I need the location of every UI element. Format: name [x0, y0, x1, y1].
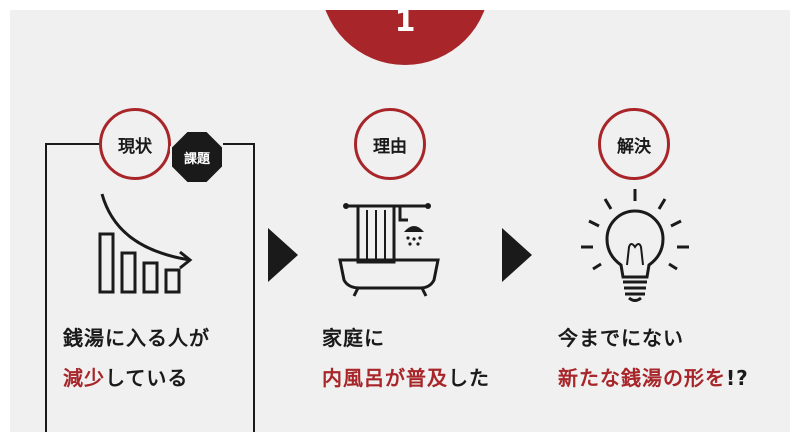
reason-line2: 内風呂が普及した	[322, 362, 490, 391]
current-line1: 銭湯に入る人が	[63, 326, 210, 350]
solution-line2-rest: !?	[726, 366, 749, 390]
issue-badge: 課題	[168, 128, 226, 186]
solution-line2-highlight: 新たな銭湯の形を	[558, 366, 726, 390]
current-line2-highlight: 減少	[63, 366, 105, 390]
slide-panel: 1 現状 課題 銭湯に入る人が 減少している 理由	[10, 10, 790, 432]
label-circle-reason: 理由	[354, 108, 426, 180]
current-line2-rest: している	[105, 366, 189, 390]
label-solution: 解決	[617, 136, 651, 157]
bathtub-shower-icon	[338, 203, 440, 297]
play-arrow-icon	[268, 228, 298, 282]
label-circle-solution: 解決	[598, 108, 670, 180]
hexagon-icon	[170, 130, 224, 184]
reason-line2-rest: した	[448, 366, 490, 390]
current-situation-frame	[45, 143, 255, 432]
frame-top-left	[47, 143, 99, 145]
reason-line2-highlight: 内風呂が普及	[322, 366, 448, 390]
step-number: 1	[394, 10, 416, 39]
solution-line1: 今までにない	[558, 326, 684, 350]
frame-top-right	[223, 143, 255, 145]
current-line2: 減少している	[63, 362, 188, 391]
label-circle-current: 現状	[99, 108, 171, 180]
reason-line1: 家庭に	[322, 326, 385, 350]
solution-line2: 新たな銭湯の形を!?	[558, 362, 749, 391]
step-number-circle: 1	[320, 10, 490, 65]
label-reason: 理由	[373, 136, 407, 157]
light-bulb-icon	[581, 189, 689, 302]
declining-bar-chart-icon	[98, 193, 193, 294]
label-current: 現状	[118, 136, 152, 157]
play-arrow-icon	[502, 228, 532, 282]
issue-badge-label: 課題	[183, 151, 210, 167]
